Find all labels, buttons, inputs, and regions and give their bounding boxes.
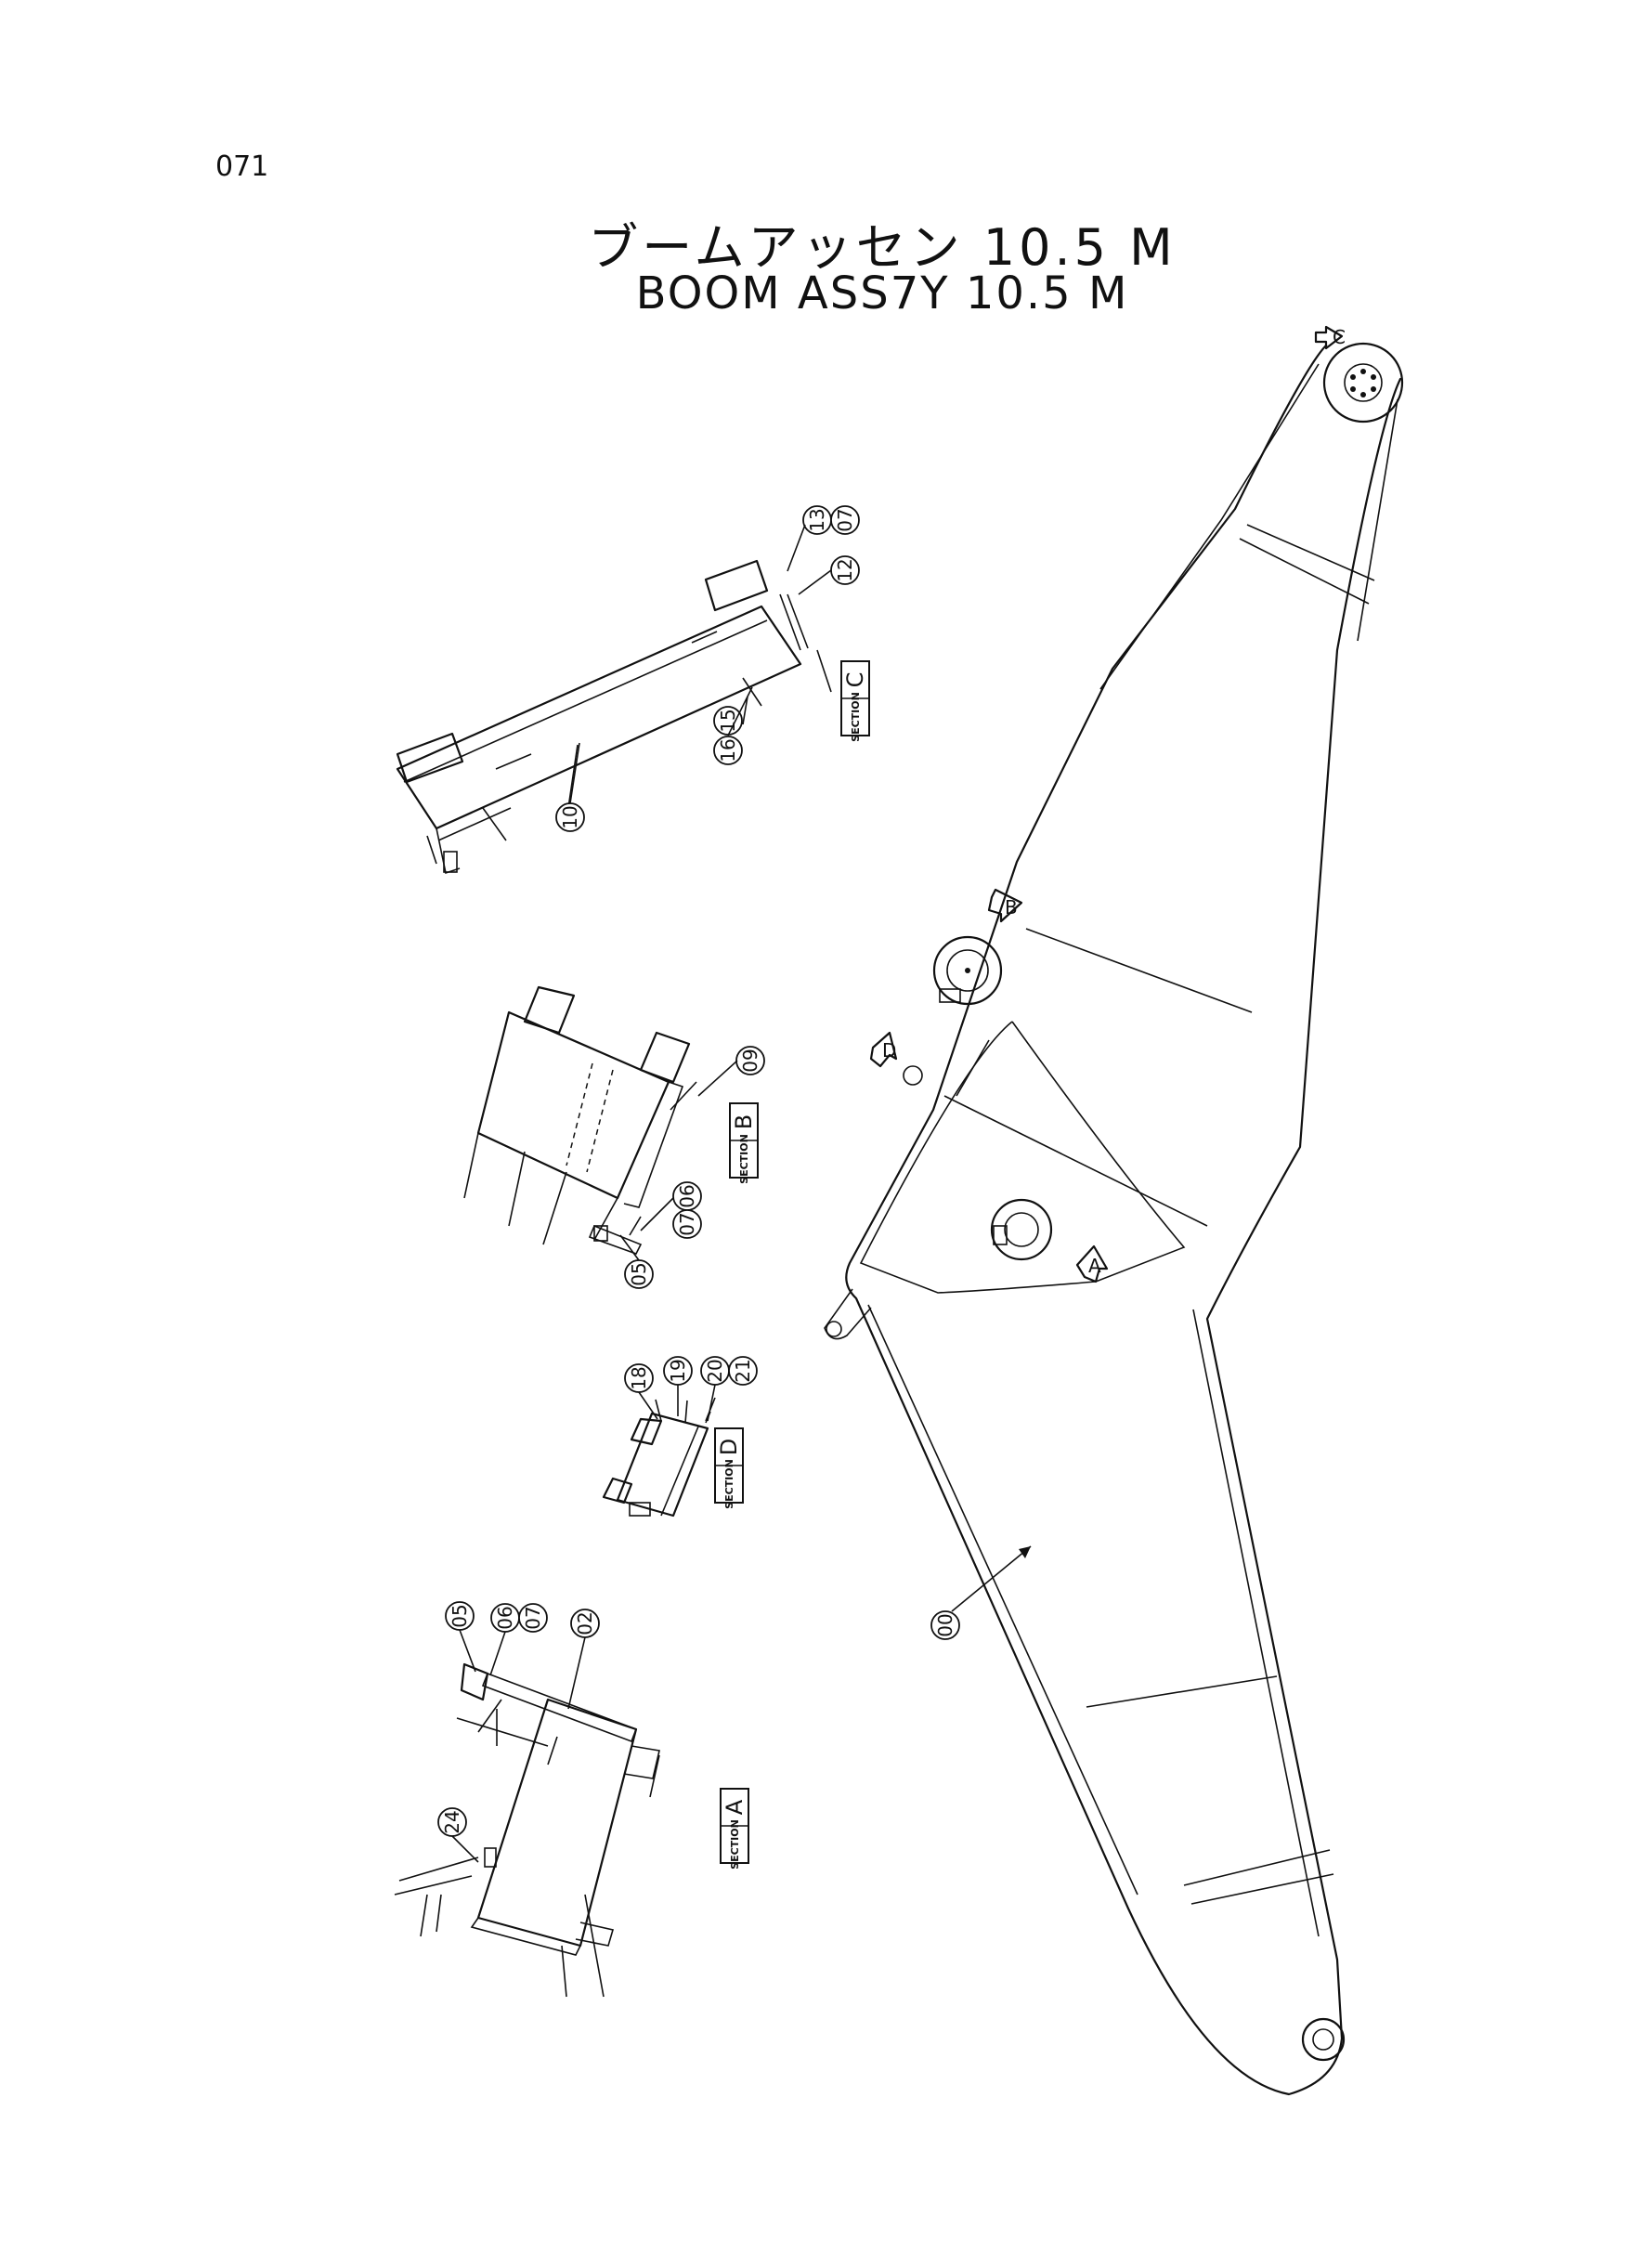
callout-05-b: 05 — [624, 1259, 654, 1289]
callout-07-b-label: 07 — [676, 1212, 698, 1235]
callout-00: 00 — [930, 1610, 960, 1640]
page-number: 071 — [215, 150, 269, 183]
callout-24: 24 — [437, 1807, 467, 1837]
callout-leaders — [451, 524, 832, 1863]
section-label-a-letter: A — [722, 1799, 748, 1815]
callout-02-label: 02 — [574, 1611, 596, 1635]
main-boom — [824, 342, 1404, 2096]
callout-07-a-label: 07 — [522, 1606, 544, 1629]
view-marker-d: D — [869, 1031, 898, 1068]
view-marker-c-label: C — [1333, 326, 1346, 348]
callout-18: 18 — [624, 1363, 654, 1393]
section-label-b-letter: B — [731, 1114, 757, 1129]
view-marker-b: B — [987, 888, 1023, 923]
section-label-a-word: SECTION — [729, 1819, 741, 1870]
callout-16: 16 — [713, 736, 743, 765]
section-label-d: D SECTION — [714, 1427, 744, 1509]
callout-09: 09 — [735, 1046, 765, 1075]
callout-06-b-label: 06 — [676, 1184, 698, 1207]
callout-13: 13 — [802, 505, 832, 535]
callout-18-label: 18 — [628, 1366, 650, 1389]
callout-07-c: 07 — [830, 505, 860, 535]
callout-10: 10 — [555, 802, 585, 832]
section-label-c-word: SECTION — [850, 692, 862, 742]
callout-06-a-label: 06 — [494, 1606, 516, 1629]
callout-21: 21 — [728, 1356, 758, 1386]
section-label-d-word: SECTION — [723, 1459, 735, 1509]
detail-section-c — [396, 559, 832, 875]
view-marker-a-label: A — [1088, 1255, 1101, 1277]
callout-20-label: 20 — [704, 1359, 726, 1382]
callout-06-b: 06 — [672, 1181, 702, 1211]
section-label-d-letter: D — [716, 1439, 742, 1455]
callout-06-a: 06 — [490, 1603, 520, 1633]
callout-05-a: 05 — [445, 1601, 475, 1631]
view-marker-b-label: B — [1005, 896, 1018, 919]
callout-02: 02 — [570, 1609, 600, 1638]
view-marker-a: A — [1075, 1244, 1109, 1283]
callout-05-a-label: 05 — [449, 1604, 471, 1627]
callout-13-label: 13 — [806, 508, 828, 531]
callout-16-label: 16 — [717, 738, 739, 762]
title-english: BOOM ASS7Y 10.5 M — [635, 267, 1129, 319]
callout-19: 19 — [663, 1356, 693, 1386]
detail-section-a — [394, 1662, 660, 1998]
detail-section-d — [602, 1397, 716, 1518]
callout-07-b: 07 — [672, 1209, 702, 1239]
view-marker-d-label: D — [882, 1039, 896, 1062]
callout-19-label: 19 — [667, 1359, 689, 1382]
view-marker-c: C — [1314, 325, 1346, 350]
callout-00-label: 00 — [934, 1613, 956, 1636]
callout-24-label: 24 — [441, 1810, 463, 1833]
callout-07-a: 07 — [518, 1603, 548, 1633]
title-japanese: ブームアッセン 10.5 M — [588, 218, 1177, 277]
section-label-b-word: SECTION — [738, 1134, 750, 1184]
callout-10-label: 10 — [559, 805, 581, 828]
callout-05-b-label: 05 — [628, 1262, 650, 1285]
callout-15: 15 — [713, 706, 743, 736]
section-label-c-letter: C — [842, 672, 868, 688]
callout-09-label: 09 — [739, 1049, 761, 1072]
section-label-c: C SECTION — [840, 660, 870, 742]
section-label-a: A SECTION — [720, 1788, 749, 1870]
callout-20: 20 — [700, 1356, 730, 1386]
section-label-b: B SECTION — [729, 1102, 759, 1184]
callout-12-label: 12 — [834, 558, 856, 581]
callout-07-c-label: 07 — [834, 508, 856, 531]
detail-section-b — [463, 985, 697, 1255]
callout-12: 12 — [830, 555, 860, 585]
callout-21-label: 21 — [732, 1359, 754, 1382]
